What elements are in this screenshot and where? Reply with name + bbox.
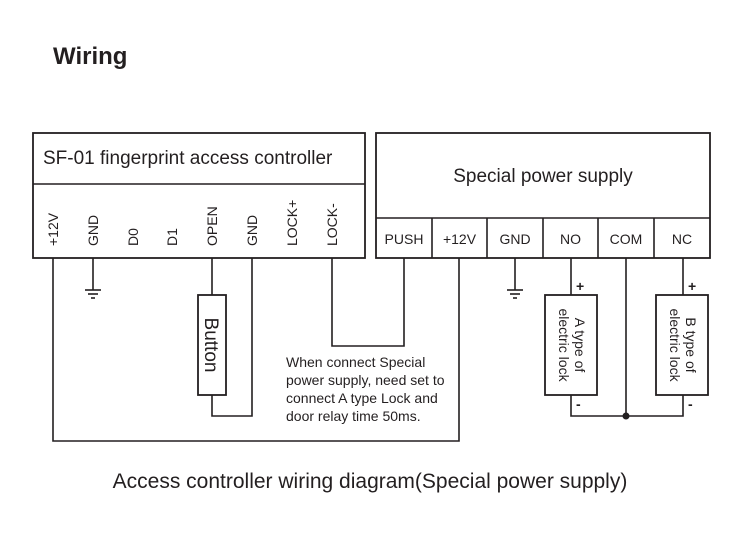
controller-terminal: LOCK+ <box>284 200 300 246</box>
power-supply-terminal: +12V <box>443 231 477 247</box>
note-line: power supply, need set to <box>286 372 445 388</box>
note-line: connect A type Lock and <box>286 390 438 406</box>
power-supply-box: Special power supply PUSH +12V GND NO COM NC <box>375 132 711 259</box>
controller-title: SF-01 fingerprint access controller <box>43 148 333 169</box>
ground-icon <box>85 289 101 299</box>
controller-outline <box>32 132 366 259</box>
controller-terminal: OPEN <box>204 206 220 246</box>
lock-b-line1: B type of <box>683 317 699 372</box>
controller-terminal: GND <box>244 215 260 246</box>
button-component: Button <box>197 294 227 396</box>
controller-terminal: D1 <box>164 228 180 246</box>
lock-a-minus: - <box>576 396 581 412</box>
wire-lock-push <box>331 258 405 347</box>
power-supply-terminal: NO <box>560 231 581 247</box>
power-supply-title: Special power supply <box>453 166 633 187</box>
controller-terminal: D0 <box>125 228 141 246</box>
lock-a-line1: A type of <box>572 318 588 373</box>
wire-button-gnd <box>211 258 253 417</box>
page-heading: Wiring <box>53 43 127 70</box>
lock-a-outline <box>544 294 598 396</box>
lock-b-outline <box>655 294 709 396</box>
note-line: When connect Special <box>286 354 425 370</box>
power-supply-terminal: GND <box>499 231 530 247</box>
lock-a-plus: + <box>576 278 584 294</box>
note-line: door relay time 50ms. <box>286 408 421 424</box>
button-outline <box>197 294 227 396</box>
controller-box: SF-01 fingerprint access controller +12V… <box>32 132 366 259</box>
wires <box>52 258 684 442</box>
lock-a: A type of electric lock + - <box>544 278 598 412</box>
power-supply-terminal: NC <box>672 231 692 247</box>
lock-a-line2: electric lock <box>556 308 572 382</box>
note-text: When connect Special power supply, need … <box>286 354 445 424</box>
ground-icon <box>507 289 523 299</box>
lock-b-minus: - <box>688 396 693 412</box>
junction-dot <box>622 412 630 420</box>
controller-terminal: +12V <box>45 212 61 246</box>
lock-b: B type of electric lock + - <box>655 278 709 412</box>
power-supply-terminal: COM <box>610 231 643 247</box>
power-supply-terminal: PUSH <box>385 231 424 247</box>
controller-terminal: GND <box>85 215 101 246</box>
wire-12v <box>52 258 460 442</box>
controller-terminal: LOCK- <box>324 203 340 246</box>
lock-b-line2: electric lock <box>667 308 683 382</box>
lock-b-plus: + <box>688 278 696 294</box>
diagram-caption: Access controller wiring diagram(Special… <box>113 470 628 493</box>
button-label: Button <box>200 318 221 373</box>
